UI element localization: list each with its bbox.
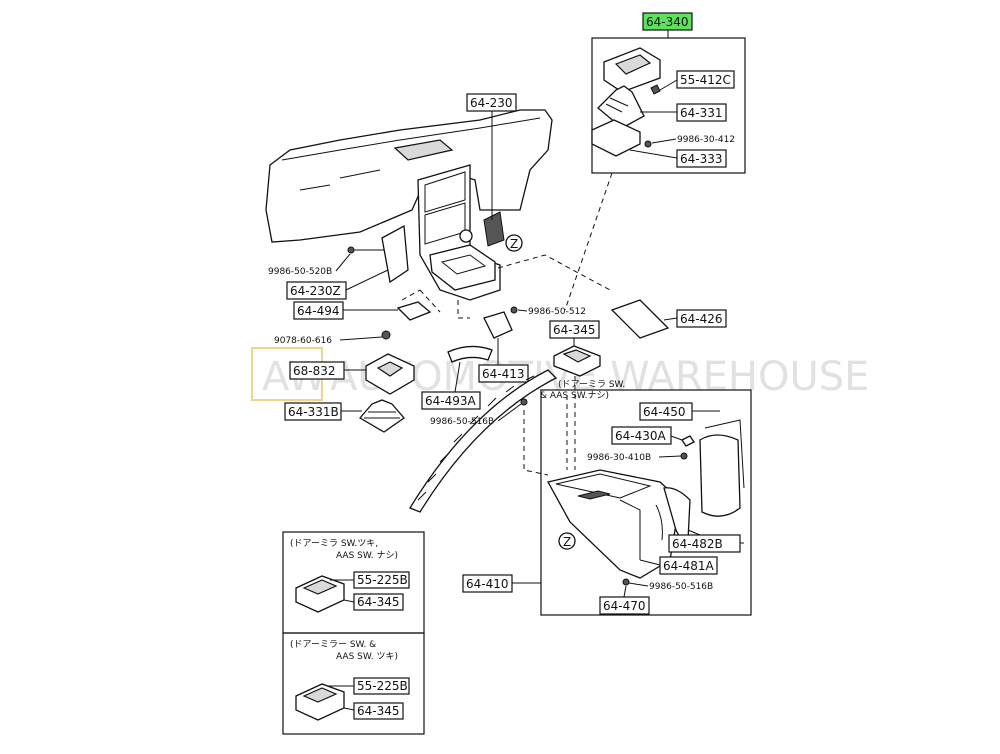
label-box-64-345-b[interactable] <box>353 702 404 720</box>
label-64-230z: 64-230Z <box>290 284 341 298</box>
part-console-tray <box>429 244 496 291</box>
label-box-64-230z[interactable] <box>286 281 347 300</box>
label-64-331: 64-331 <box>680 106 723 120</box>
label-box-55-412c[interactable] <box>676 70 735 89</box>
inset-b-note-1: (ドアーミラー SW. & <box>290 639 376 650</box>
part-trim-strip <box>409 369 558 513</box>
part-screw-icon-520b <box>347 246 355 254</box>
inset-panels: (ドアーミラ SW.ツキ, AAS SW. ナシ) 55-225B 64-345… <box>282 531 425 735</box>
label-64-345-b: 64-345 <box>357 704 400 718</box>
console-frame <box>540 389 752 616</box>
dashboard-assembly: Z 64-230 9986-50-520B 64-230Z <box>265 93 611 319</box>
part-64-331b <box>358 399 405 433</box>
label-55-225b-a: 55-225B <box>357 573 408 587</box>
part-screw-512 <box>510 306 518 314</box>
left-parts: 64-494 9078-60-616 68-832 64-331B 64-493… <box>274 301 586 513</box>
label-55-225b-b: 55-225B <box>357 679 408 693</box>
label-box-64-493a[interactable] <box>421 391 481 410</box>
marker-z-bottom-label: Z <box>563 535 571 549</box>
part-dashboard <box>265 109 553 243</box>
label-64-345-top: 64-345 <box>553 323 596 337</box>
label-9986-50-516b-right: 9986-50-516B <box>649 582 713 592</box>
marker-z-top <box>505 234 523 252</box>
part-bracket <box>483 211 505 247</box>
inset-b-note-2: AAS SW. ツキ) <box>336 652 398 662</box>
label-64-470: 64-470 <box>603 599 646 613</box>
part-armrest-lid <box>699 434 741 517</box>
label-9986-30-410b: 9986-30-410B <box>587 453 651 463</box>
part-64-494 <box>396 301 432 321</box>
switch-note-2: & AAS SW.ナシ) <box>540 390 609 401</box>
label-9078-60-616: 9078-60-616 <box>274 336 332 346</box>
part-64-426 <box>610 299 670 339</box>
label-64-481a: 64-481A <box>663 559 715 573</box>
console-group: 64-450 64-430A 9986-30-410B 64-482B 64-4… <box>462 376 752 616</box>
inset-a-note-2: AAS SW. ナシ) <box>336 550 398 561</box>
label-64-426: 64-426 <box>680 312 723 326</box>
label-box-64-481a[interactable] <box>659 556 718 575</box>
part-64-430a <box>681 435 695 447</box>
part-screw-516b-right <box>622 578 630 586</box>
marker-z-top-label: Z <box>510 237 518 251</box>
part-console-switch-slot <box>577 490 611 500</box>
label-64-333: 64-333 <box>680 152 723 166</box>
label-box-64-340[interactable] <box>642 12 693 31</box>
part-screw-9078 <box>381 330 391 340</box>
part-64-413 <box>483 311 513 339</box>
label-9986-50-516b-left: 9986-50-516B <box>430 417 494 427</box>
label-box-64-430a[interactable] <box>611 426 672 445</box>
label-64-482b: 64-482B <box>672 537 723 551</box>
part-boot-ring-inner <box>614 54 652 75</box>
switch-note-1: (ドアーミラ SW. <box>558 379 625 390</box>
shift-boot-group: 64-340 55-412C 64-331 9986-30-412 64-333 <box>564 12 746 311</box>
part-screw-410b <box>680 452 688 460</box>
inset-a-note-1: (ドアーミラ SW.ツキ, <box>290 538 378 549</box>
label-64-493a: 64-493A <box>425 394 477 408</box>
label-64-230: 64-230 <box>470 96 513 110</box>
label-9986-30-412: 9986-30-412 <box>677 135 735 145</box>
label-box-64-333[interactable] <box>676 149 727 168</box>
part-screw-516b-left <box>520 398 528 406</box>
inset-b-frame <box>282 632 425 735</box>
label-64-410: 64-410 <box>466 577 509 591</box>
label-64-450: 64-450 <box>643 405 686 419</box>
label-64-345-a: 64-345 <box>357 595 400 609</box>
part-screw-icon <box>644 140 652 148</box>
label-55-412c: 55-412C <box>680 73 731 87</box>
label-64-430a: 64-430A <box>615 429 667 443</box>
label-box-64-413[interactable] <box>478 364 529 383</box>
switch-panel-group: 64-345 (ドアーミラ SW. & AAS SW.ナシ) 64-426 <box>540 299 727 401</box>
part-knob <box>459 229 473 243</box>
part-boot-bezel <box>591 119 641 157</box>
part-side-panel <box>381 224 409 284</box>
label-64-413: 64-413 <box>482 367 525 381</box>
label-64-494: 64-494 <box>297 304 340 318</box>
part-dash-vent <box>393 139 454 161</box>
label-9986-50-512: 9986-50-512 <box>528 307 586 317</box>
part-64-493a <box>447 345 493 363</box>
marker-z-bottom <box>558 532 576 550</box>
label-64-331b: 64-331B <box>288 405 339 419</box>
label-9986-50-520b: 9986-50-520B <box>268 267 332 277</box>
label-68-832: 68-832 <box>293 364 336 378</box>
part-shift-boot <box>597 85 645 129</box>
label-64-340: 64-340 <box>646 15 689 29</box>
part-clip-icon <box>650 84 661 95</box>
